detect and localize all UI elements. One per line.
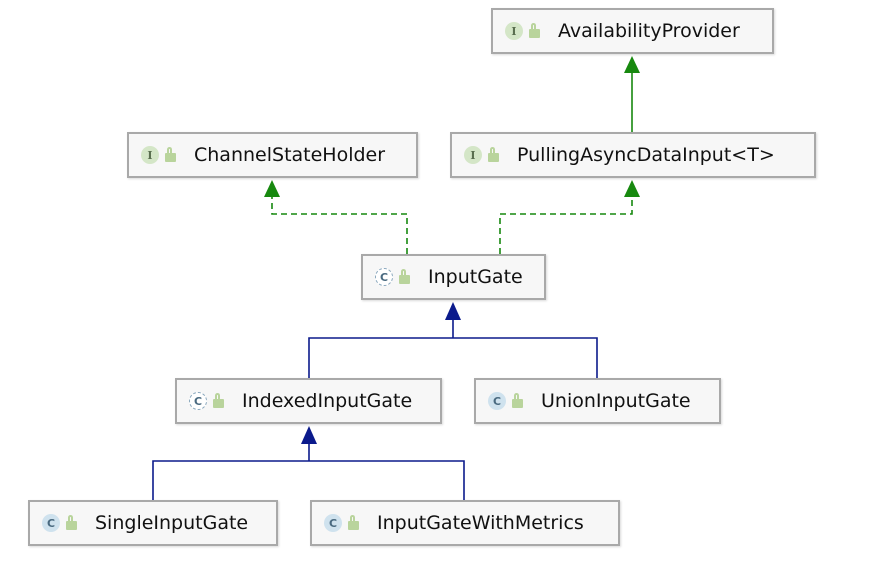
edge-single-metrics-to-indexed: [152, 444, 465, 500]
arrowhead-channel: [264, 180, 280, 197]
node-label: InputGate: [428, 266, 523, 288]
lock-icon: [529, 22, 540, 38]
abstract-class-icon: C: [189, 392, 207, 410]
lock-icon: [66, 514, 77, 530]
node-indexed-input-gate[interactable]: C IndexedInputGate: [175, 378, 442, 424]
node-input-gate[interactable]: C InputGate: [361, 254, 546, 300]
arrowhead-indexed: [301, 426, 317, 444]
lock-icon: [213, 392, 224, 408]
interface-icon: I: [464, 146, 482, 164]
lock-icon: [348, 514, 359, 530]
node-single-input-gate[interactable]: C SingleInputGate: [28, 500, 278, 546]
lock-icon: [488, 146, 499, 162]
interface-icon: I: [505, 22, 523, 40]
arrowhead-inputgate: [445, 302, 461, 320]
class-icon: C: [488, 392, 506, 410]
node-pulling-async-data-input[interactable]: I PullingAsyncDataInput<T>: [450, 132, 816, 178]
node-label: IndexedInputGate: [242, 390, 413, 412]
lock-icon: [165, 146, 176, 162]
node-label: UnionInputGate: [541, 390, 691, 412]
lock-icon: [512, 392, 523, 408]
node-input-gate-with-metrics[interactable]: C InputGateWithMetrics: [310, 500, 620, 546]
arrowhead-pulling: [624, 180, 640, 197]
edge-inputgate-to-channel: [271, 196, 408, 254]
node-label: PullingAsyncDataInput<T>: [517, 144, 775, 166]
abstract-class-icon: C: [375, 268, 393, 286]
node-label: ChannelStateHolder: [194, 144, 386, 166]
node-label: AvailabilityProvider: [558, 20, 740, 42]
class-icon: C: [324, 514, 342, 532]
node-label: InputGateWithMetrics: [377, 512, 584, 534]
edge-inputgate-to-pulling: [499, 196, 633, 254]
interface-icon: I: [141, 146, 159, 164]
edge-indexed-union-to-inputgate: [308, 320, 598, 378]
arrowhead-availability: [624, 56, 640, 73]
node-label: SingleInputGate: [95, 512, 249, 534]
lock-icon: [399, 268, 410, 284]
node-channel-state-holder[interactable]: I ChannelStateHolder: [127, 132, 418, 178]
node-availability-provider[interactable]: I AvailabilityProvider: [491, 8, 774, 54]
class-icon: C: [42, 514, 60, 532]
node-union-input-gate[interactable]: C UnionInputGate: [474, 378, 721, 424]
